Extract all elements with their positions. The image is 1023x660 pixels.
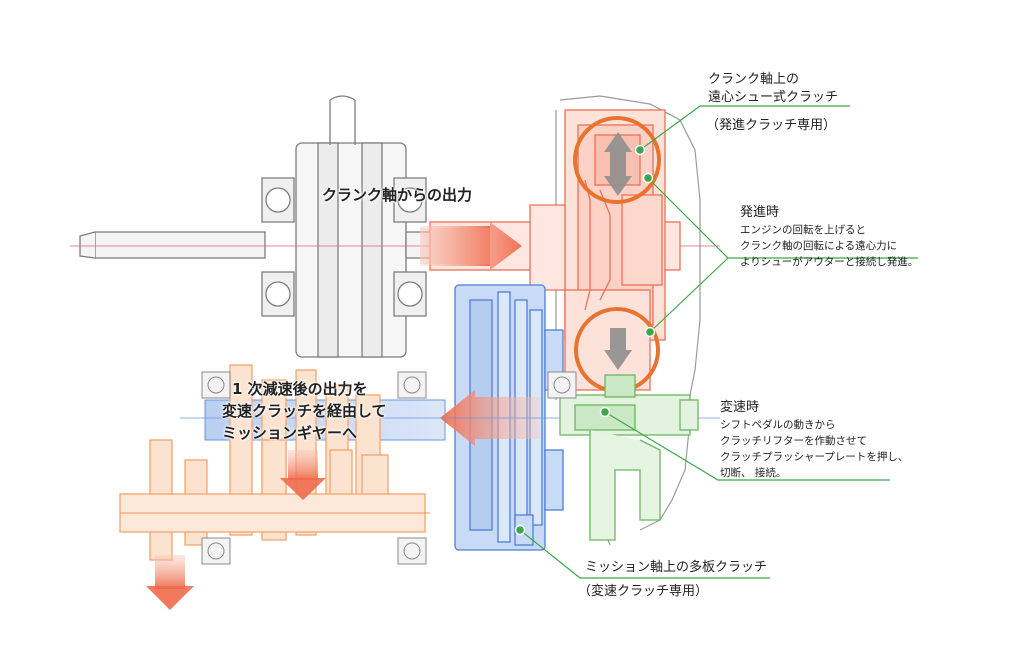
leader-dots: [514, 144, 656, 536]
shoe-arrows: [604, 132, 632, 370]
crankshaft: [79, 95, 437, 358]
primary-output-label-line1: 1 次減速後の出力を: [232, 380, 368, 398]
shift-line4: 切断、 接続。: [720, 467, 787, 479]
start-line1: エンジンの回転を上げると: [740, 224, 866, 236]
multiplate-title: ミッション軸上の多板クラッチ: [585, 560, 768, 575]
shift-title: 変速時: [720, 400, 760, 415]
centrifugal-subtitle: （発進クラッチ専用）: [706, 118, 837, 133]
crank-output-label: クランク軸からの出力: [322, 186, 473, 204]
shift-line3: クラッチプラッシャープレートを押し、: [720, 451, 909, 463]
primary-output-label-line2: 変速クラッチを経由して: [222, 402, 387, 420]
centrifugal-title-line1: クランク軸上の: [708, 72, 800, 87]
centrifugal-shoe-circle-top: [573, 116, 661, 204]
shift-line1: シフトペダルの動きから: [720, 419, 836, 431]
leader-lines: [519, 105, 918, 579]
transmission-gears: [119, 364, 426, 561]
centrifugal-title-line2: 遠心シュー式クラッチ: [708, 90, 839, 105]
bearings: [201, 371, 577, 565]
primary-output-label-line3: ミッションギヤーへ: [222, 424, 358, 442]
shift-line2: クラッチリフターを作動させて: [720, 435, 867, 447]
gear-output-arrows: [146, 450, 326, 610]
shift-mechanism: [559, 374, 699, 541]
crank-output-arrow: [420, 222, 522, 270]
multiplate-subtitle: （変速クラッチ専用）: [578, 584, 709, 599]
start-title: 発進時: [740, 205, 780, 220]
start-line2: クランク軸の回転による遠心力に: [740, 240, 898, 252]
start-line3: よりシューがアウターと接続し発進。: [740, 256, 919, 268]
